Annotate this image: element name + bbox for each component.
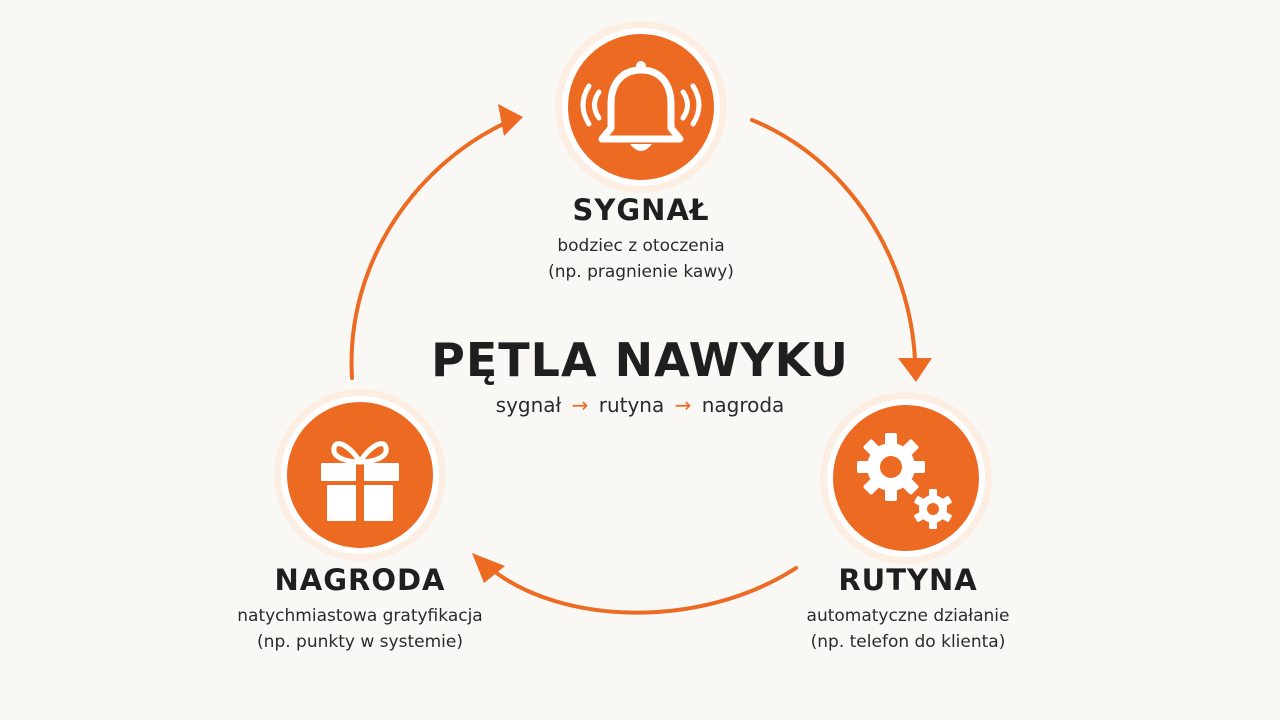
- node-desc-line: (np. telefon do klienta): [810, 632, 1006, 652]
- arrow-separator-icon: →: [674, 393, 692, 417]
- node-reward: [274, 389, 446, 561]
- subtitle-part: rutyna: [598, 393, 665, 417]
- node-description: bodziec z otoczenia (np. pragnienie kawy…: [461, 233, 821, 285]
- page-title: PĘTLA NAWYKU: [431, 333, 849, 387]
- label-signal: SYGNAŁ bodziec z otoczenia (np. pragnien…: [461, 193, 821, 285]
- gears-icon: [857, 433, 952, 529]
- arrowhead-routine: [898, 358, 932, 382]
- node-desc-line: bodziec z otoczenia: [557, 236, 725, 256]
- arc-routine-to-reward: [488, 566, 798, 615]
- label-routine: RUTYNA automatyczne działanie (np. telef…: [728, 563, 1088, 655]
- node-routine: [820, 392, 992, 564]
- gift-icon: [321, 441, 399, 521]
- arc-signal-to-routine: [750, 118, 917, 362]
- node-desc-line: natychmiastowa gratyfikacja: [237, 606, 483, 626]
- arrowhead-reward: [472, 553, 505, 583]
- arrow-separator-icon: →: [571, 393, 589, 417]
- subtitle-part: nagroda: [701, 393, 785, 417]
- loop-subtitle: sygnał → rutyna → nagroda: [340, 393, 940, 417]
- node-title: SYGNAŁ: [572, 193, 710, 227]
- node-title: NAGRODA: [274, 563, 446, 597]
- node-signal: [555, 21, 727, 193]
- label-reward: NAGRODA natychmiastowa gratyfikacja (np.…: [180, 563, 540, 655]
- bell-icon: [580, 61, 702, 151]
- node-desc-line: automatyczne działanie: [806, 606, 1010, 626]
- node-description: automatyczne działanie (np. telefon do k…: [728, 603, 1088, 655]
- center-block: PĘTLA NAWYKU sygnał → rutyna → nagroda: [340, 333, 940, 417]
- subtitle-part: sygnał: [495, 393, 562, 417]
- node-desc-line: (np. punkty w systemie): [257, 632, 463, 652]
- arc-reward-to-signal: [349, 118, 514, 380]
- node-desc-line: (np. pragnienie kawy): [548, 262, 734, 282]
- arrowhead-signal: [498, 104, 523, 136]
- node-description: natychmiastowa gratyfikacja (np. punkty …: [180, 603, 540, 655]
- node-title: RUTYNA: [838, 563, 978, 597]
